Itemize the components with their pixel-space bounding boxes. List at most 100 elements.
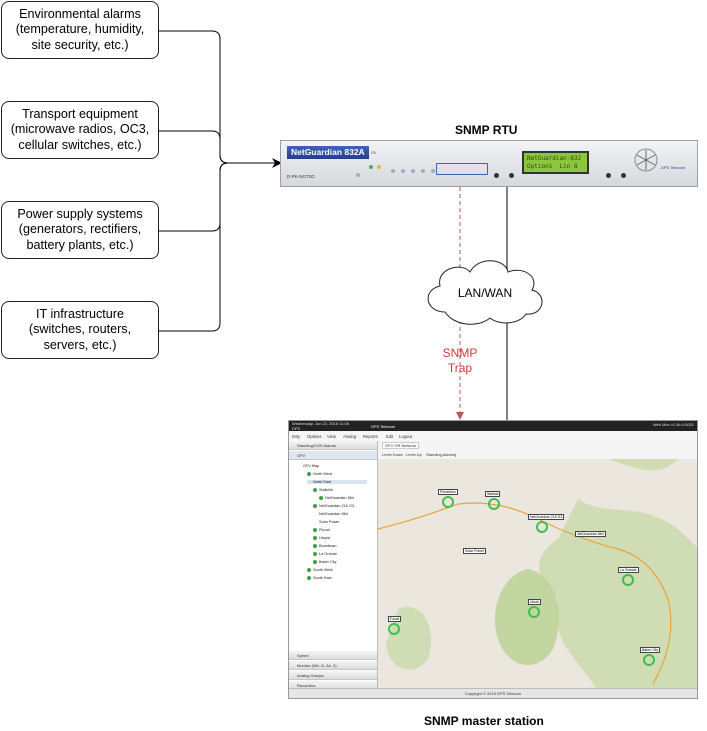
tree-item[interactable]: Stallville <box>313 488 333 492</box>
map-site[interactable]: Pendleton <box>438 489 458 508</box>
sidebar-footer[interactable]: Analog Groups <box>289 671 377 680</box>
status-dot-icon <box>319 496 323 500</box>
rtu-device: NetGuardian 832A G5 D-PK-NGT2G NetGuardi… <box>280 140 698 187</box>
master-footer: Copyright © 2016 DPS Telecom <box>289 688 697 698</box>
rtu-brand: DPS Telecom <box>661 165 686 170</box>
status-dot-icon <box>313 552 317 556</box>
connector-power <box>159 162 229 232</box>
menu-item[interactable]: Edit <box>386 434 394 439</box>
connector-it <box>159 162 229 332</box>
rtu-port-icon <box>356 173 360 177</box>
map-site[interactable]: NetGuardian 216 G3 <box>528 514 565 533</box>
tree-item[interactable]: North East <box>307 480 367 484</box>
source-box-it: IT infrastructure (switches, routers, se… <box>1 301 159 359</box>
source-label: Environmental alarms (temperature, humid… <box>15 6 145 52</box>
snmp-trap-label: SNMP Trap <box>442 346 478 375</box>
tree-item[interactable]: Utopia <box>313 536 330 540</box>
lan-wan-cloud <box>427 260 543 325</box>
status-dot-icon <box>313 560 317 564</box>
sidebar-header[interactable]: GFV <box>289 451 377 460</box>
map-terrain <box>378 459 697 691</box>
status-dot-icon <box>313 504 317 508</box>
tree-item[interactable]: North West <box>307 472 332 476</box>
tree-item[interactable]: NetGuardian 864 <box>319 496 354 500</box>
tree-item[interactable]: La Grande <box>313 552 337 556</box>
menu-item[interactable]: View <box>327 434 337 439</box>
menu-item[interactable]: Analog <box>343 434 357 439</box>
status-led-icon <box>391 169 395 173</box>
level-down-button[interactable]: Level Down <box>382 452 403 457</box>
cloud-label: LAN/WAN <box>457 286 513 300</box>
map-site[interactable]: Baker City <box>640 647 661 666</box>
connector-transport <box>159 130 281 164</box>
status-dot-icon <box>313 528 317 532</box>
alarm-led-group <box>436 163 488 175</box>
tree-item[interactable]: NetGuardian 216 G3 <box>313 504 354 508</box>
status-dot-icon <box>313 488 317 492</box>
tree-item[interactable]: NetGuardian 864 <box>319 512 348 516</box>
source-label: IT infrastructure (switches, routers, se… <box>28 306 132 352</box>
standing-alarms-button[interactable]: Standing Alarms] <box>426 452 457 457</box>
site-status-icon <box>643 654 655 666</box>
status-led-icon <box>421 169 425 173</box>
network-map[interactable]: Pendleton Wallula NetGuardian 216 G3 Net… <box>378 459 697 691</box>
level-up-button[interactable]: Level Up <box>406 452 422 457</box>
source-label: Power supply systems (generators, rectif… <box>17 206 143 252</box>
dps-logo-icon <box>634 148 658 172</box>
master-station-screenshot: Wednesday, Jun 22, 2016 11:06 DPS DPS Te… <box>288 420 698 699</box>
sidebar-footer[interactable]: Speed <box>289 651 377 660</box>
status-led-icon <box>377 165 381 169</box>
rtu-label: SNMP RTU <box>455 123 518 137</box>
status-dot-icon <box>313 544 317 548</box>
master-main: GFV OR Network Level Down Level Up Stand… <box>378 441 697 691</box>
map-site[interactable]: Fossil <box>388 616 402 635</box>
tree-item[interactable]: Pinoal <box>313 528 330 532</box>
source-box-transport: Transport equipment (microwave radios, O… <box>1 101 159 159</box>
menu-item[interactable]: Intry <box>292 434 301 439</box>
sidebar-footer[interactable]: Monitor (Wtr, G, Air, 3) <box>289 661 377 670</box>
rtu-model-code: D-PK-NGT2G <box>287 174 315 179</box>
source-box-power: Power supply systems (generators, rectif… <box>1 201 159 259</box>
menu-item[interactable]: Logout <box>399 434 412 439</box>
tree-item[interactable]: Baker City <box>313 560 337 564</box>
tree-item[interactable]: South West <box>307 568 333 572</box>
menu-item[interactable]: Reports <box>363 434 378 439</box>
status-led-icon <box>401 169 405 173</box>
status-dot-icon <box>307 568 311 572</box>
status-dot-icon <box>307 480 311 484</box>
rtu-badge-suffix: G5 <box>371 151 376 155</box>
tree-item[interactable]: Boardman <box>313 544 337 548</box>
up-button-icon <box>621 173 626 178</box>
tree-item[interactable]: Solar Power <box>319 520 340 524</box>
master-station-label: SNMP master station <box>424 714 544 728</box>
map-site[interactable]: Ukiah <box>528 599 541 618</box>
source-label: Transport equipment (microwave radios, O… <box>10 106 150 152</box>
rtu-badge: NetGuardian 832A <box>287 146 369 159</box>
status-dot-icon <box>307 576 311 580</box>
source-box-environmental: Environmental alarms (temperature, humid… <box>1 1 159 59</box>
tree-item[interactable]: South East <box>307 576 332 580</box>
status-led-icon <box>411 169 415 173</box>
topbar-sub: DPS <box>292 426 301 431</box>
master-topbar: Wednesday, Jun 22, 2016 11:06 DPS DPS Te… <box>289 421 697 431</box>
topbar-brand: DPS Telecom <box>371 424 396 429</box>
select-button-icon <box>509 173 514 178</box>
status-led-icon <box>431 169 435 173</box>
map-site-label[interactable]: Solar Power <box>463 548 487 554</box>
site-status-icon <box>488 498 500 510</box>
map-site[interactable]: Wallula <box>485 491 501 510</box>
site-status-icon <box>536 521 548 533</box>
map-site-label[interactable]: NetGuardian 864 <box>575 531 606 537</box>
tree-item[interactable]: GFV Map <box>303 464 320 468</box>
map-site[interactable]: La Grande <box>618 567 639 586</box>
menu-button-icon <box>494 173 499 178</box>
status-dot-icon <box>307 472 311 476</box>
sidebar-header[interactable]: Standing/COS Alarms <box>289 441 377 450</box>
topbar-date: Wednesday, Jun 22, 2016 11:06 <box>292 421 349 426</box>
menu-item[interactable]: Options <box>307 434 322 439</box>
status-dot-icon <box>313 536 317 540</box>
master-sidebar: Standing/COS Alarms GFV GFV Map North We… <box>289 441 378 691</box>
tab-gfv-network[interactable]: GFV OR Network <box>382 442 420 449</box>
site-status-icon <box>442 496 454 508</box>
